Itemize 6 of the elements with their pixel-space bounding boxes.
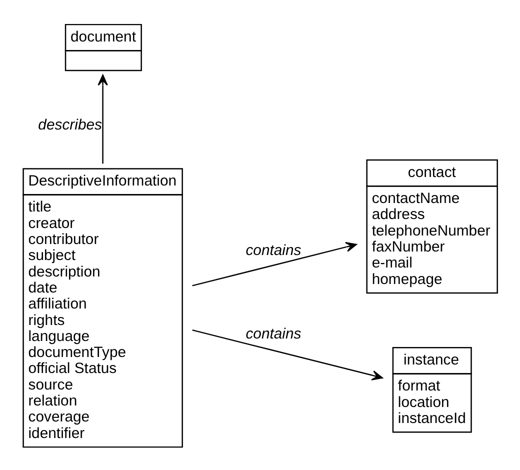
arrow <box>192 328 383 380</box>
edge-label: describes <box>38 117 102 134</box>
arrow <box>98 74 108 164</box>
edge-label: contains <box>246 326 302 342</box>
arrow <box>192 241 357 286</box>
edge-label: contains <box>246 242 302 259</box>
